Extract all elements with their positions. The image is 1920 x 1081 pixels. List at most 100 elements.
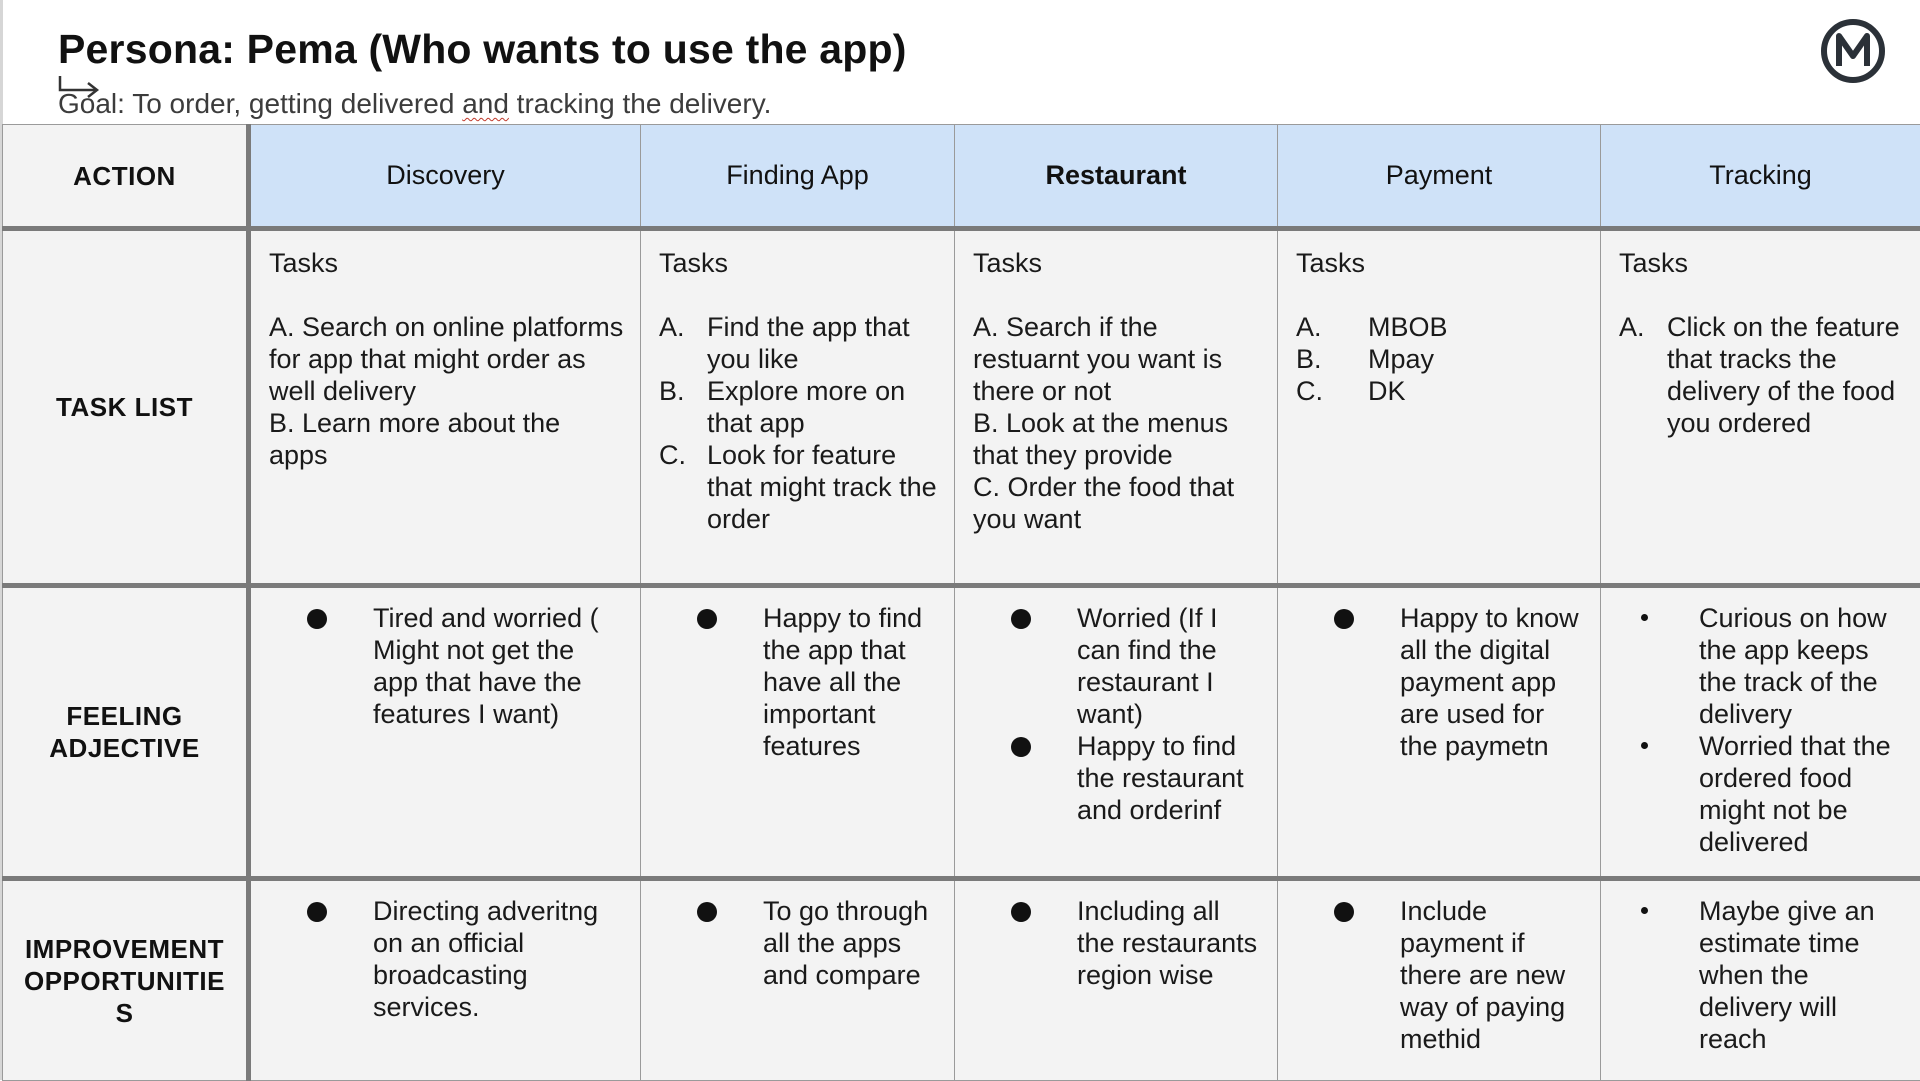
task-marker: C. [659, 439, 707, 535]
feeling-list: Tired and worried ( Might not get the ap… [269, 602, 626, 730]
feeling-cell-finding-app: Happy to find the app that have all the … [641, 586, 955, 879]
task-text: MBOB [1368, 311, 1448, 343]
tasks-heading: Tasks [659, 247, 940, 279]
task-text: Find the app that you like [707, 311, 940, 375]
feeling-text: Worried (If I can find the restaurant I … [1077, 602, 1263, 730]
improvement-text: Directing adveritng on an official broad… [373, 895, 626, 1023]
improvement-list: Directing adveritng on an official broad… [269, 895, 626, 1023]
bullet-icon [973, 895, 1077, 927]
task-item: B. Look at the menus that they provide [973, 407, 1263, 471]
feeling-list: Worried (If I can find the restaurant I … [973, 602, 1263, 826]
feeling-list: Happy to know all the digital payment ap… [1296, 602, 1586, 762]
row-label-line: FEELING [66, 701, 182, 731]
feeling-text: Curious on how the app keeps the track o… [1699, 602, 1906, 730]
tasks-heading: Tasks [1619, 247, 1906, 279]
stage-header-discovery: Discovery [249, 125, 641, 229]
stage-header-tracking: Tracking [1601, 125, 1920, 229]
task-list: A.Click on the feature that tracks the d… [1619, 311, 1906, 439]
slide-header: Persona: Pema (Who wants to use the app)… [0, 0, 1920, 124]
task-list-row: TASK LIST Tasks A. Search on online plat… [3, 229, 1920, 586]
task-item: A. Search on online platforms for app th… [269, 311, 626, 407]
row-label-line: S [116, 998, 134, 1028]
task-marker: A. [659, 311, 707, 375]
row-label-action: ACTION [3, 125, 249, 229]
tasks-cell-restaurant: Tasks A. Search if the restuarnt you wan… [955, 229, 1278, 586]
improvement-text: Maybe give an estimate time when the del… [1699, 895, 1906, 1055]
improvement-list: Maybe give an estimate time when the del… [1619, 895, 1906, 1055]
feeling-item: Worried that the ordered food might not … [1619, 730, 1906, 858]
tasks-heading: Tasks [1296, 247, 1586, 279]
feeling-item: Happy to find the app that have all the … [659, 602, 940, 762]
feeling-item: Tired and worried ( Might not get the ap… [269, 602, 626, 730]
goal-misspelled-word: and [462, 88, 509, 119]
task-item: C.DK [1296, 375, 1586, 407]
improvement-item: Maybe give an estimate time when the del… [1619, 895, 1906, 1055]
task-list: A.Find the app that you like B.Explore m… [659, 311, 940, 535]
feeling-list: Curious on how the app keeps the track o… [1619, 602, 1906, 858]
task-marker: C. [1296, 375, 1368, 407]
feeling-cell-tracking: Curious on how the app keeps the track o… [1601, 586, 1920, 879]
stage-header-finding-app: Finding App [641, 125, 955, 229]
task-item: C. Order the food that you want [973, 471, 1263, 535]
task-marker: A. [1619, 311, 1667, 439]
task-item: A.MBOB [1296, 311, 1586, 343]
tasks-heading: Tasks [269, 247, 626, 279]
feeling-item: Happy to know all the digital payment ap… [1296, 602, 1586, 762]
improvement-list: To go through all the apps and compare [659, 895, 940, 991]
task-item: C.Look for feature that might track the … [659, 439, 940, 535]
bullet-icon [973, 730, 1077, 762]
task-text: DK [1368, 375, 1406, 407]
feeling-cell-discovery: Tired and worried ( Might not get the ap… [249, 586, 641, 879]
stage-header-restaurant: Restaurant [955, 125, 1278, 229]
improvement-text: To go through all the apps and compare [763, 895, 940, 991]
journey-map-table: ACTION Discovery Finding App Restaurant … [2, 124, 1920, 1081]
feeling-cell-payment: Happy to know all the digital payment ap… [1278, 586, 1601, 879]
bullet-icon [659, 895, 763, 927]
task-item: A.Find the app that you like [659, 311, 940, 375]
task-text: Mpay [1368, 343, 1434, 375]
task-text: Explore more on that app [707, 375, 940, 439]
feeling-text: Tired and worried ( Might not get the ap… [373, 602, 626, 730]
row-label-line: OPPORTUNITIE [24, 966, 225, 996]
goal-text: Goal: To order, getting delivered and tr… [58, 88, 771, 120]
bullet-icon [269, 602, 373, 634]
goal-suffix: tracking the delivery. [509, 88, 772, 119]
row-label-task-list: TASK LIST [3, 229, 249, 586]
tasks-cell-discovery: Tasks A. Search on online platforms for … [249, 229, 641, 586]
goal-prefix: Goal: To order, getting delivered [58, 88, 462, 119]
circle-m-logo-icon [1820, 18, 1886, 84]
bullet-icon [659, 602, 763, 634]
tasks-cell-tracking: Tasks A.Click on the feature that tracks… [1601, 229, 1920, 586]
feeling-list: Happy to find the app that have all the … [659, 602, 940, 762]
task-marker: A. [1296, 311, 1368, 343]
feeling-item: Curious on how the app keeps the track o… [1619, 602, 1906, 730]
row-label-line: IMPROVEMENT [25, 934, 224, 964]
task-item: B.Mpay [1296, 343, 1586, 375]
bullet-icon [973, 602, 1077, 634]
bullet-icon [1296, 602, 1400, 634]
task-item: B.Explore more on that app [659, 375, 940, 439]
feeling-item: Worried (If I can find the restaurant I … [973, 602, 1263, 730]
improvement-cell-discovery: Directing adveritng on an official broad… [249, 879, 641, 1081]
bullet-icon [1296, 895, 1400, 927]
feeling-item: Happy to find the restaurant and orderin… [973, 730, 1263, 826]
improvement-cell-finding-app: To go through all the apps and compare [641, 879, 955, 1081]
feeling-text: Happy to find the app that have all the … [763, 602, 940, 762]
task-item: A.Click on the feature that tracks the d… [1619, 311, 1906, 439]
improvement-item: Including all the restaurants region wis… [973, 895, 1263, 991]
bullet-icon [1619, 602, 1699, 634]
row-label-line: ADJECTIVE [49, 733, 199, 763]
improvement-list: Including all the restaurants region wis… [973, 895, 1263, 991]
improvement-list: Include payment if there are new way of … [1296, 895, 1586, 1055]
feeling-text: Happy to know all the digital payment ap… [1400, 602, 1586, 762]
stage-header-payment: Payment [1278, 125, 1601, 229]
feeling-text: Worried that the ordered food might not … [1699, 730, 1906, 858]
improvement-cell-restaurant: Including all the restaurants region wis… [955, 879, 1278, 1081]
tasks-cell-finding-app: Tasks A.Find the app that you like B.Exp… [641, 229, 955, 586]
action-row: ACTION Discovery Finding App Restaurant … [3, 125, 1920, 229]
task-marker: B. [1296, 343, 1368, 375]
